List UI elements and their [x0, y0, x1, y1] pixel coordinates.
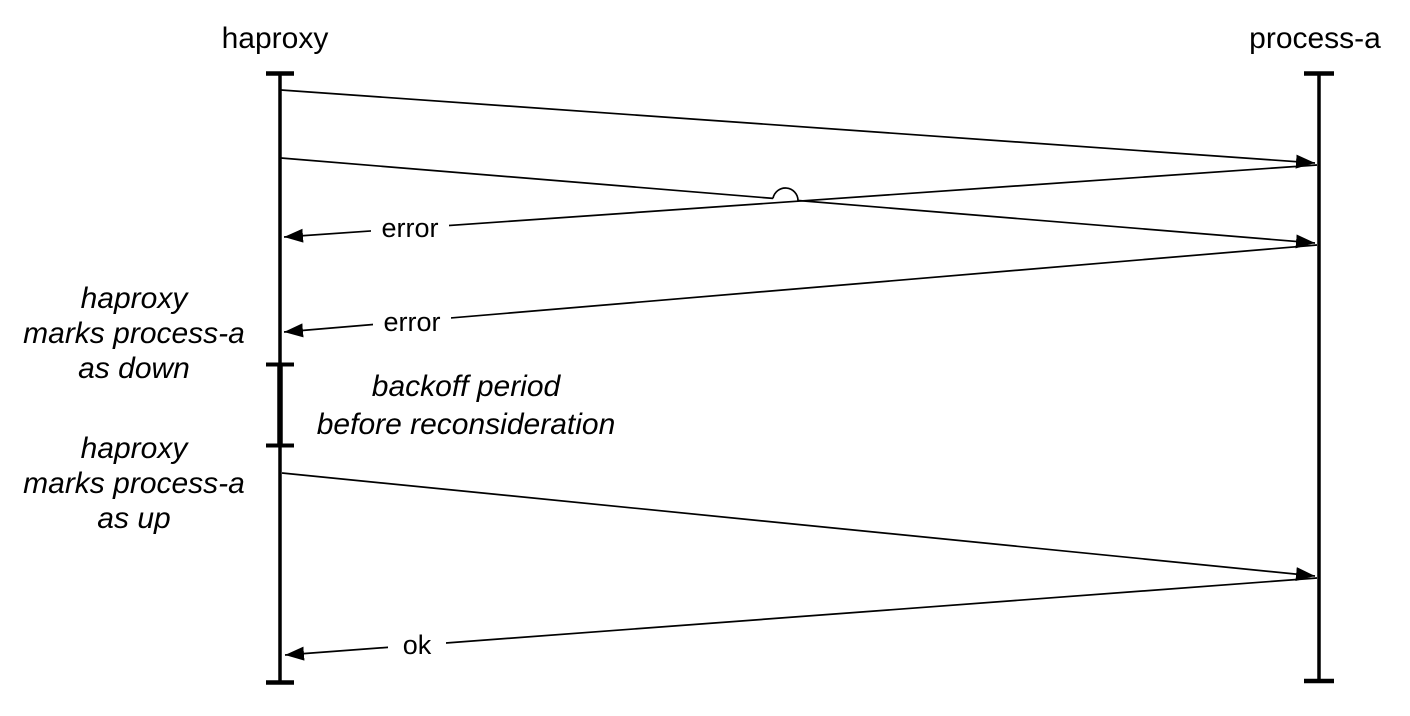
message-error-2-arrow	[283, 244, 1318, 338]
message-ok-label: ok	[403, 630, 432, 660]
note-marks-up: haproxy marks process-a as up	[23, 432, 245, 535]
message-error-2-label-bg	[373, 308, 451, 336]
line-hop-arc	[772, 187, 799, 201]
note-backoff-line-2: before reconsideration	[317, 408, 616, 441]
message-error-2-label: error	[383, 307, 440, 337]
note-marks-up-line-1: haproxy	[81, 432, 190, 465]
message-ok-label-bg	[388, 632, 446, 659]
note-marks-down-line-2: marks process-a	[23, 317, 245, 350]
note-backoff-line-1: backoff period	[372, 370, 562, 403]
note-marks-down-line-3: as down	[78, 352, 190, 385]
note-marks-down-line-1: haproxy	[81, 282, 190, 315]
actor-label-haproxy: haproxy	[222, 22, 329, 55]
note-marks-up-line-2: marks process-a	[23, 467, 245, 500]
message-ok-arrow	[284, 577, 1318, 661]
message-request-2-arrow-tail	[797, 199, 1316, 249]
message-request-2-arrow	[280, 157, 774, 200]
note-marks-up-line-3: as up	[97, 502, 170, 535]
message-error-1-label-bg	[371, 214, 449, 242]
note-backoff: backoff period before reconsideration	[317, 370, 616, 441]
message-request-1-arrow	[280, 89, 1316, 169]
message-request-3-arrow	[281, 472, 1316, 582]
note-marks-down: haproxy marks process-a as down	[23, 282, 245, 385]
message-error-1-label: error	[381, 213, 438, 243]
actor-label-process-a: process-a	[1249, 22, 1381, 55]
